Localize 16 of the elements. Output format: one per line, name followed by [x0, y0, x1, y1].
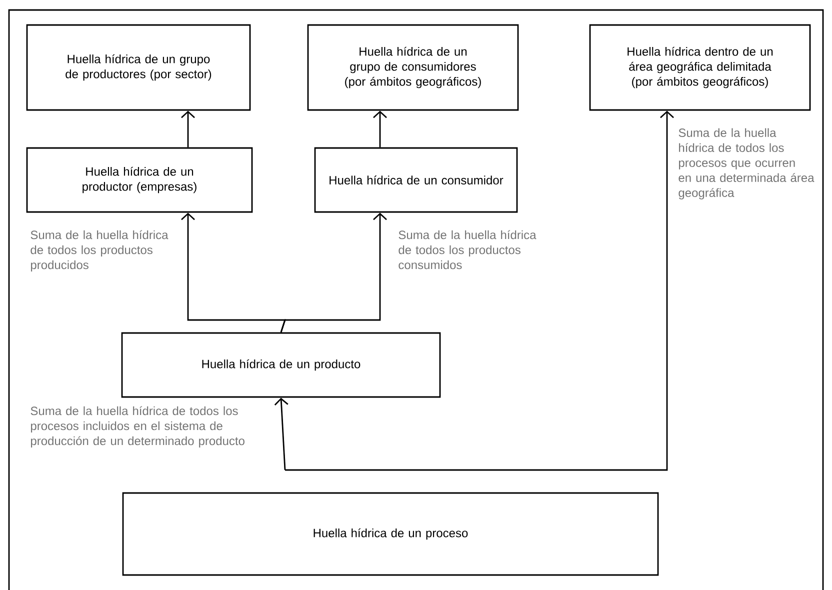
process-box: Huella hídrica de un consumidor	[314, 147, 518, 213]
annotation-text: Suma de la huella hídrica de todos los procesos que ocurren en una determinada área geográfica	[678, 128, 814, 200]
arrow	[181, 110, 195, 148]
process-box: Huella hídrica de un producto	[121, 332, 441, 398]
arrow	[274, 398, 288, 470]
process-box: Huella hídrica de un proceso	[122, 492, 659, 576]
process-box: Huella hídrica de un grupo de consumidores (por ámbitos geográficos)	[307, 24, 519, 111]
arrow	[280, 212, 387, 333]
process-box: Huella hídrica dentro de un área geográfica delimitada (por ámbitos geográficos)	[589, 24, 811, 111]
annotation-text: Suma de la huella hídrica de todos los procesos incluidos en el sistema de producción de un determinado producto	[30, 406, 244, 448]
process-box: Huella hídrica de un grupo de productores (por sector)	[26, 24, 251, 111]
arrow	[373, 110, 387, 148]
annotation-text: Suma de la huella hídrica de todos los productos producidos	[30, 230, 168, 272]
process-box: Huella hídrica de un productor (empresas)	[26, 147, 253, 213]
arrow	[285, 110, 674, 471]
annotation-text: Suma de la huella hídrica de todos los productos consumidos	[398, 230, 536, 270]
